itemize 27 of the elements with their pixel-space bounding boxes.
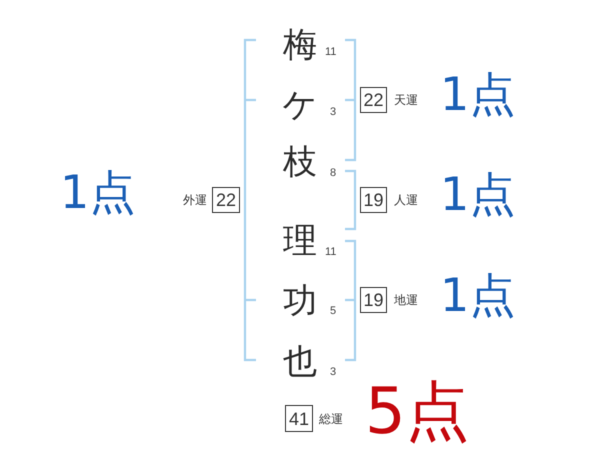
score-text: 1点: [440, 171, 516, 217]
stroke-count: 11: [325, 247, 336, 258]
stroke-count: 5: [330, 306, 336, 317]
score-text: 1点: [60, 169, 136, 215]
name-character: 也: [282, 345, 318, 379]
number-box: 22: [212, 187, 240, 213]
score-text: 1点: [440, 272, 516, 318]
score-text: 5点: [365, 380, 470, 444]
fortune-label: 総運: [319, 413, 343, 425]
name-character: 理: [282, 224, 318, 258]
number-box: 19: [360, 287, 387, 313]
stroke-count: 3: [330, 367, 336, 378]
name-character: ケ: [282, 88, 318, 122]
stroke-count: 11: [325, 47, 336, 58]
number-box: 22: [360, 87, 387, 113]
name-character: 梅: [282, 28, 318, 62]
fortune-label: 外運: [183, 194, 207, 206]
fortune-label: 人運: [394, 194, 418, 206]
number-box: 41: [285, 405, 313, 432]
stroke-count: 8: [330, 168, 336, 179]
score-text: 1点: [440, 71, 516, 117]
stroke-count: 3: [330, 107, 336, 118]
fortune-label: 地運: [394, 294, 418, 306]
number-box: 19: [360, 187, 387, 213]
fortune-label: 天運: [394, 94, 418, 106]
name-character: 枝: [282, 145, 318, 179]
name-character: 功: [282, 284, 318, 318]
